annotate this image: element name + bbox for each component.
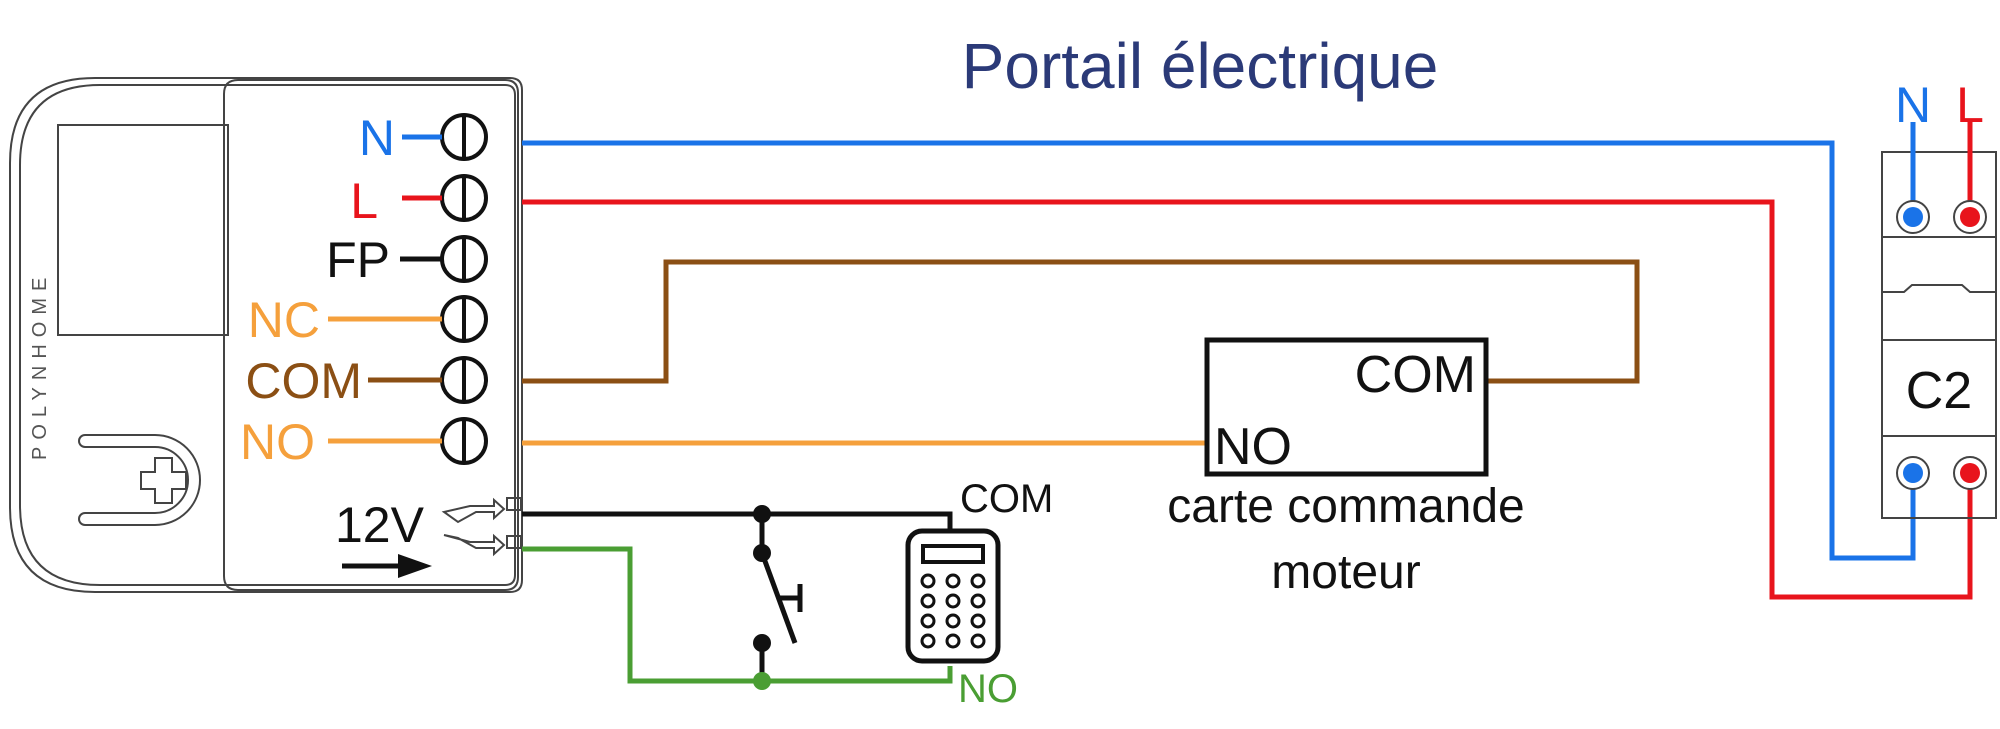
terminal-label-fp: FP xyxy=(326,232,390,288)
terminal-label-com: COM xyxy=(245,353,362,409)
circuit-breaker xyxy=(1881,151,1997,519)
terminal-block-outline xyxy=(223,79,519,591)
push-button xyxy=(759,514,803,681)
terminal-screw-n xyxy=(440,113,488,161)
module-brand-label: POLYNHOME xyxy=(29,271,51,460)
terminal-stubs xyxy=(328,134,442,444)
breaker-rating-label: C2 xyxy=(1906,362,1972,420)
wire-com xyxy=(522,259,1640,384)
keypad-icon xyxy=(905,528,1001,664)
wire-12v-black xyxy=(522,511,953,531)
breaker-terminals xyxy=(1896,122,1987,490)
screw-cross-icon xyxy=(140,457,187,504)
terminal-label-n: N xyxy=(359,110,395,166)
keypad-no-label: NO xyxy=(958,667,1018,711)
motor-card-no-label: NO xyxy=(1214,418,1292,476)
breaker-lever xyxy=(1882,284,1996,293)
motor-card-caption-line1: carte commande xyxy=(1167,480,1525,533)
module-body-outline xyxy=(9,77,523,593)
polynhome-module xyxy=(9,77,523,593)
wire-12v-green xyxy=(522,546,953,684)
input-arrow-icon xyxy=(342,554,432,578)
terminal-label-no: NO xyxy=(240,414,315,470)
terminal-label-nc: NC xyxy=(248,292,320,348)
input-connector xyxy=(441,497,522,557)
breaker-bottom-l-terminal xyxy=(1960,463,1980,483)
breaker-top-n-terminal xyxy=(1903,207,1923,227)
breaker-bottom-n-terminal xyxy=(1903,463,1923,483)
diagram-title: Portail électrique xyxy=(962,30,1439,102)
terminal-screw-nc xyxy=(440,295,488,343)
motor-card-com-label: COM xyxy=(1355,346,1476,404)
breaker-l-label: L xyxy=(1956,77,1984,133)
terminal-screws xyxy=(440,113,488,465)
terminal-screw-no xyxy=(440,417,488,465)
junction-dots xyxy=(753,505,771,690)
wires xyxy=(522,140,1973,684)
breaker-top-l-terminal xyxy=(1960,207,1980,227)
breaker-body xyxy=(1881,151,1997,519)
terminal-label-l: L xyxy=(350,173,378,229)
terminal-screw-l xyxy=(440,174,488,222)
module-body-inner-outline xyxy=(19,84,516,586)
motor-card-caption-line2: moteur xyxy=(1271,546,1420,599)
wire-live xyxy=(522,199,1973,600)
terminal-screw-com xyxy=(440,356,488,404)
breaker-n-label: N xyxy=(1895,77,1931,133)
wire-neutral xyxy=(522,140,1916,561)
keypad-com-label: COM xyxy=(960,477,1053,521)
module-screen-window xyxy=(57,124,229,336)
terminal-screw-fp xyxy=(440,235,488,283)
motor-card-box xyxy=(1204,337,1489,477)
input-voltage-label: 12V xyxy=(335,497,425,553)
clip-slot-outline xyxy=(78,434,201,526)
